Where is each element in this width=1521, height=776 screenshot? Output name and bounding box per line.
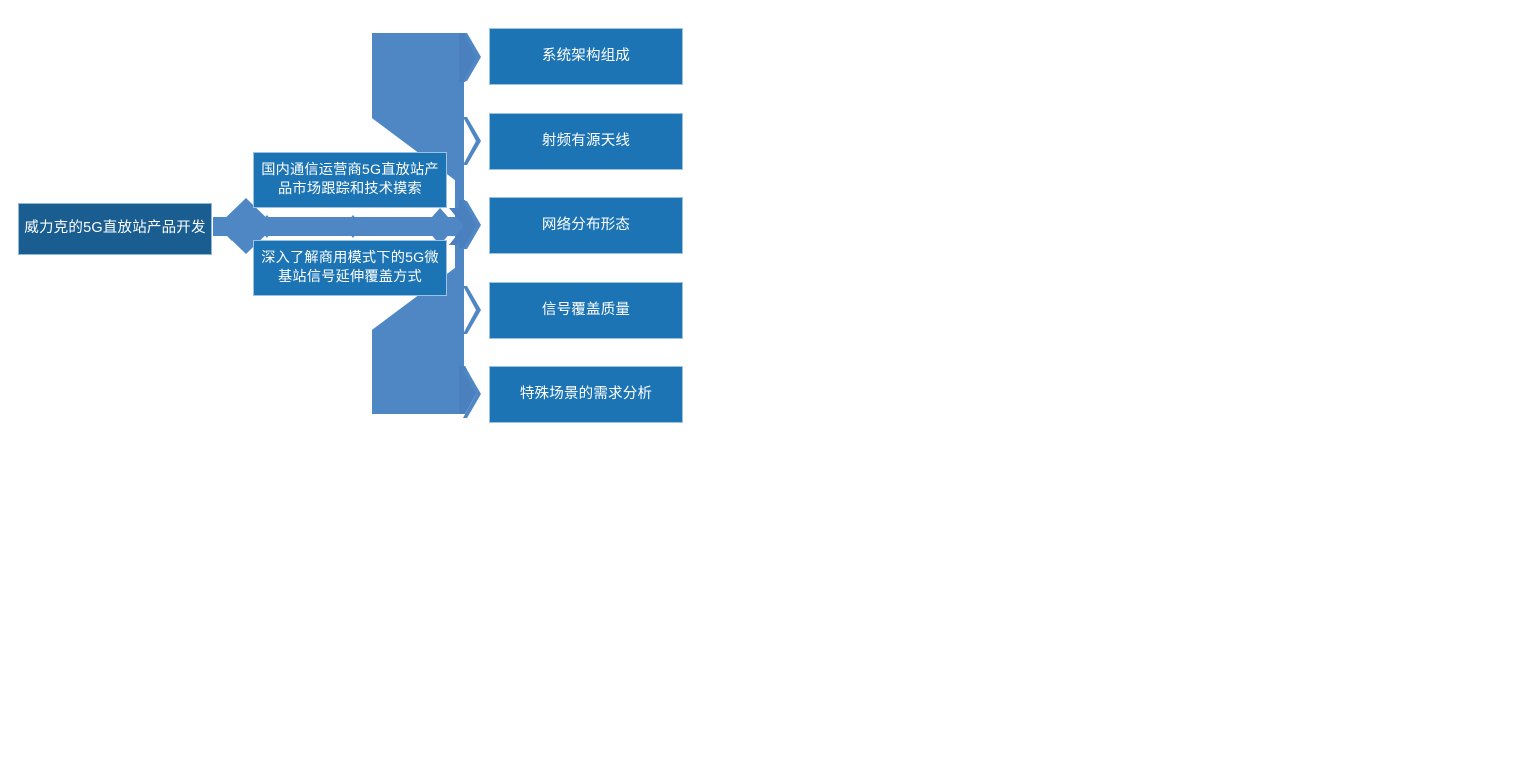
node-leaf-label: 特殊场景的需求分析 bbox=[519, 385, 653, 402]
node-leaf-label: 信号覆盖质量 bbox=[541, 301, 631, 318]
node-mid-coverage-extension[interactable]: 深入了解商用模式下的5G微基站信号延伸覆盖方式 bbox=[253, 240, 447, 296]
node-mid-label: 深入了解商用模式下的5G微基站信号延伸覆盖方式 bbox=[261, 250, 439, 285]
node-root[interactable]: 威力克的5G直放站产品开发 bbox=[18, 203, 212, 255]
node-root-label: 威力克的5G直放站产品开发 bbox=[24, 220, 206, 237]
node-leaf-label: 系统架构组成 bbox=[541, 47, 631, 64]
node-leaf-network-distribution[interactable]: 网络分布形态 bbox=[489, 197, 683, 254]
node-leaf-special-scenario-requirements[interactable]: 特殊场景的需求分析 bbox=[489, 366, 683, 423]
node-leaf-label: 射频有源天线 bbox=[541, 132, 631, 149]
node-mid-label: 国内通信运营商5G直放站产品市场跟踪和技术摸索 bbox=[261, 162, 439, 197]
node-leaf-rf-active-antenna[interactable]: 射频有源天线 bbox=[489, 113, 683, 170]
node-leaf-label: 网络分布形态 bbox=[541, 216, 631, 233]
leaf-chevron-arrowhead bbox=[463, 33, 481, 418]
node-leaf-system-architecture[interactable]: 系统架构组成 bbox=[489, 28, 683, 85]
node-mid-market-tracking[interactable]: 国内通信运营商5G直放站产品市场跟踪和技术摸索 bbox=[253, 152, 447, 208]
node-leaf-signal-coverage-quality[interactable]: 信号覆盖质量 bbox=[489, 282, 683, 339]
